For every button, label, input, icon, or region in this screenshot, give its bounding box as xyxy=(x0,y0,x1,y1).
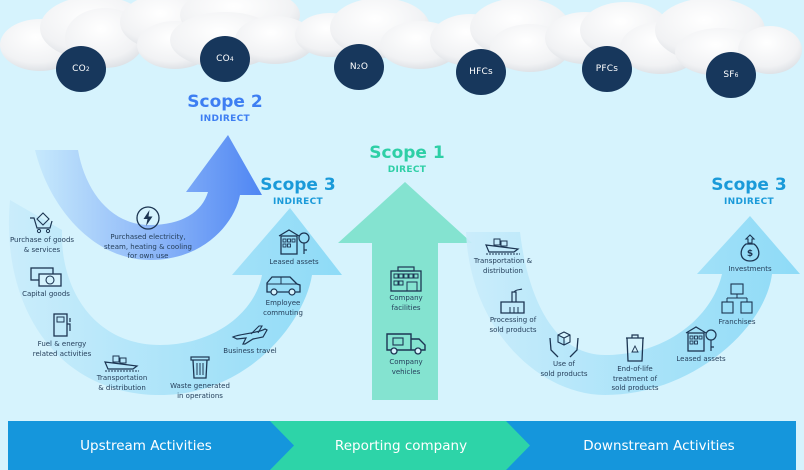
gas-label-tail: O xyxy=(360,62,369,72)
item-label: Leased assets xyxy=(269,258,319,266)
trash-bin-icon xyxy=(190,356,210,379)
gas-label: HFCs xyxy=(469,67,493,77)
factory-icon xyxy=(500,288,525,314)
upstream-item-leased-assets: Leased assets xyxy=(244,228,344,268)
gas-subscript: 4 xyxy=(229,55,234,63)
gas-subscript: 6 xyxy=(734,71,739,79)
scope1-title: Scope 1 xyxy=(369,143,445,163)
scope3-upstream-title: Scope 3 xyxy=(260,175,336,195)
building-icon xyxy=(390,266,422,292)
reporting-company-chevron xyxy=(270,421,530,470)
scope1-subtitle: DIRECT xyxy=(387,165,427,175)
gas-label: CO xyxy=(216,54,230,64)
scope1-heading: Scope 1 DIRECT xyxy=(352,145,462,175)
ship-icon xyxy=(485,238,520,255)
item-label: Leased assets xyxy=(676,355,726,363)
money-bag-icon: $ xyxy=(740,234,760,262)
scope2-subtitle: INDIRECT xyxy=(200,114,250,124)
scope2-title: Scope 2 xyxy=(187,92,263,112)
gas-bubble-pfcs: PFCs xyxy=(582,46,632,92)
item-label: Purchase of goods& services xyxy=(9,236,75,254)
item-label: Franchises xyxy=(718,318,756,326)
scope3-upstream-heading: Scope 3 INDIRECT xyxy=(243,177,353,207)
upstream-activities-label: Upstream Activities xyxy=(80,437,212,454)
hands-box-icon xyxy=(549,331,579,358)
scope3-downstream-heading: Scope 3 INDIRECT xyxy=(694,177,804,207)
scope3-downstream-arrow xyxy=(466,216,800,395)
scope2-arrow xyxy=(35,135,262,260)
scope2-item-electricity: Purchased electricity,steam, heating & c… xyxy=(88,205,208,262)
downstream-item-transportation: Transportation &distribution xyxy=(453,235,553,276)
upstream-item-purchased-goods: Purchase of goods& services xyxy=(0,212,92,255)
gas-label: CO xyxy=(72,64,86,74)
leased-building-icon xyxy=(278,229,310,255)
gas-label: PFCs xyxy=(595,64,619,74)
gas-label: SF xyxy=(723,70,735,80)
downstream-item-investments: $ Investments xyxy=(700,233,800,275)
leased-building-icon xyxy=(685,326,717,352)
item-label: Investments xyxy=(728,265,772,273)
money-icon xyxy=(30,267,62,287)
downstream-item-leased-assets: Leased assets xyxy=(651,325,751,365)
shopping-cart-icon xyxy=(30,212,53,234)
gas-bubble-hfcs: HFCs xyxy=(456,49,506,95)
reporting-company-label: Reporting company xyxy=(334,437,468,454)
svg-text:$: $ xyxy=(747,249,753,259)
upstream-item-business-travel: Business travel xyxy=(200,325,300,357)
item-label: Transportation& distribution xyxy=(96,374,148,392)
value-chain-band xyxy=(8,421,796,470)
item-label: Transportation &distribution xyxy=(473,257,533,275)
downstream-item-franchises: Franchises xyxy=(687,282,787,328)
item-label: Purchased electricity,steam, heating & c… xyxy=(104,233,192,260)
gas-label: N xyxy=(349,62,357,72)
recycle-bin-icon xyxy=(626,334,644,362)
lightning-icon xyxy=(136,206,160,230)
downstream-activities-label: Downstream Activities xyxy=(583,437,735,454)
truck-icon xyxy=(386,333,426,355)
item-label: Business travel xyxy=(223,347,277,355)
fuel-pump-icon xyxy=(53,313,71,337)
scope3-upstream-subtitle: INDIRECT xyxy=(273,197,323,207)
gas-subscript: 2 xyxy=(85,65,90,73)
scope3-downstream-title: Scope 3 xyxy=(711,175,787,195)
gas-subscript: 2 xyxy=(356,63,361,71)
scope3-downstream-subtitle: INDIRECT xyxy=(724,197,774,207)
upstream-item-transportation: Transportation& distribution xyxy=(72,352,172,393)
scope2-heading: Scope 2 INDIRECT xyxy=(170,94,280,124)
car-icon xyxy=(266,276,301,296)
franchise-icon xyxy=(721,283,753,314)
ship-icon xyxy=(104,355,139,372)
upstream-item-capital-goods: Capital goods xyxy=(0,266,96,300)
airplane-icon xyxy=(231,325,268,345)
scope3-upstream-arrow xyxy=(8,200,342,395)
item-label: Capital goods xyxy=(22,290,70,298)
